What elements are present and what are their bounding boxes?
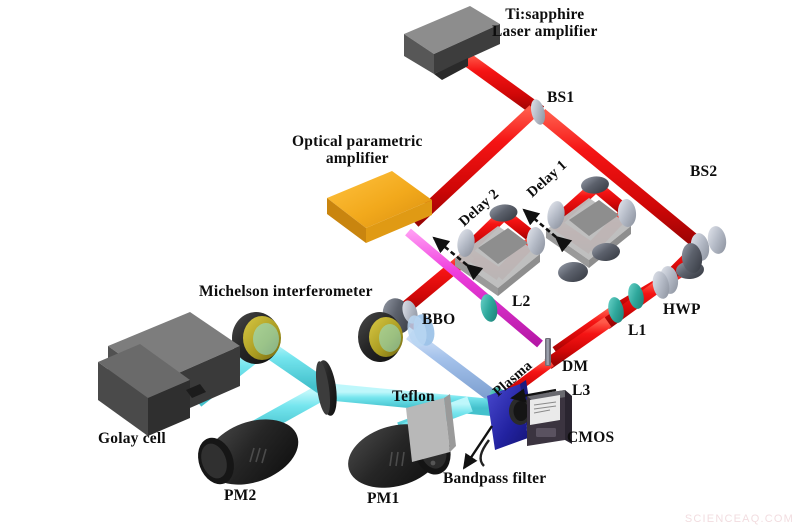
parabolic-mirror-pm2 <box>198 419 299 485</box>
label-cmos: CMOS <box>567 429 615 446</box>
lens-l1 <box>608 283 644 323</box>
label-l3: L3 <box>572 382 591 399</box>
michelson-beamsplitter <box>315 360 337 416</box>
opa-box <box>327 171 432 243</box>
watermark: SCIENCEAQ.COM <box>684 513 794 525</box>
teflon-plate <box>406 394 456 462</box>
label-laser-amplifier-line2: Laser amplifier <box>492 23 598 41</box>
annotation-arrows <box>462 388 557 470</box>
opa-beam-path <box>405 228 543 348</box>
golay-cell-box <box>98 312 240 436</box>
label-laser-amplifier: Ti:sapphire Laser amplifier <box>492 6 598 41</box>
label-hwp: HWP <box>663 301 701 318</box>
beam-splitter-bs1 <box>530 99 546 125</box>
label-teflon: Teflon <box>392 388 435 405</box>
label-bs2: BS2 <box>690 163 718 180</box>
label-dm: DM <box>562 358 589 375</box>
label-bs1: BS1 <box>547 89 575 106</box>
half-wave-plate-hwp <box>652 271 670 299</box>
label-optical-parametric-amplifier: Optical parametric amplifier <box>292 133 423 168</box>
michelson-mirror-right <box>358 312 403 362</box>
label-l1: L1 <box>628 322 647 339</box>
lens-l2 <box>480 294 498 322</box>
laser-amplifier-box <box>404 6 500 80</box>
label-pm2: PM2 <box>224 487 257 504</box>
label-pm1: PM1 <box>367 490 400 507</box>
label-l2: L2 <box>512 293 531 310</box>
label-bbo: BBO <box>422 311 456 328</box>
label-michelson-interferometer: Michelson interferometer <box>199 283 373 300</box>
label-opa-line1: Optical parametric <box>292 133 423 150</box>
label-laser-amplifier-line1: Ti:sapphire <box>505 6 585 23</box>
michelson-mirror-top <box>232 312 281 364</box>
label-bandpass-filter: Bandpass filter <box>443 470 547 487</box>
label-opa-line2: amplifier <box>325 150 389 168</box>
delay-stage-2 <box>432 204 546 296</box>
dichroic-mirror-dm <box>545 338 551 366</box>
bbo-crystal <box>407 314 435 347</box>
label-golay-cell: Golay cell <box>98 430 166 447</box>
